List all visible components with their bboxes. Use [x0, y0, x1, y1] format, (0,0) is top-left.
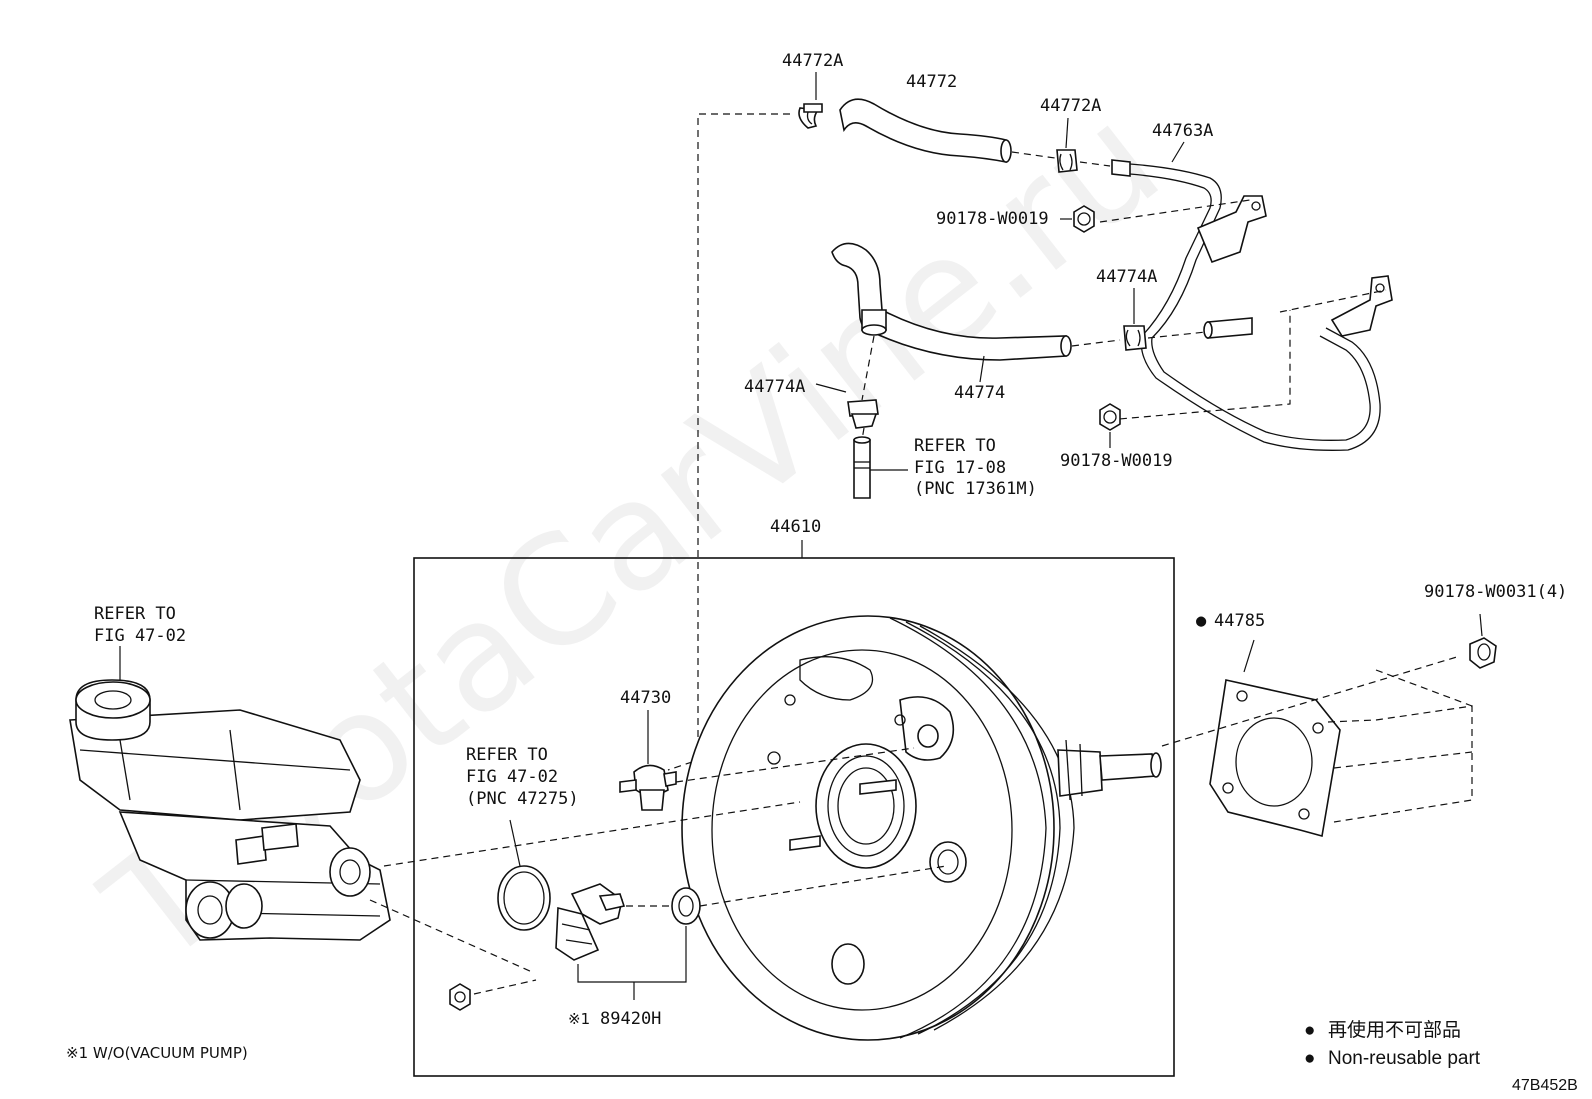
legend-line-2: Non-reusable part	[1328, 1048, 1481, 1069]
vacuum-pipe-44763a	[1111, 159, 1393, 451]
hose-clip-44772a-right	[1056, 149, 1078, 173]
bullet-44785: ●	[1196, 611, 1207, 631]
label-90178-w0019-bottom: 90178-W0019	[1060, 451, 1173, 471]
label-44730: 44730	[620, 688, 671, 708]
label-44610: 44610	[770, 517, 821, 537]
vacuum-sensor-89420h	[555, 883, 626, 961]
ref-fig4702-mid-line2: FIG 47-02	[466, 767, 558, 787]
hose-clip-44774a-right	[1123, 325, 1147, 351]
label-44772: 44772	[906, 72, 957, 92]
label-44772a-top: 44772A	[782, 51, 843, 71]
nut-90178-w0019-bottom	[1099, 403, 1121, 431]
master-cylinder	[69, 679, 391, 941]
label-44774a-right: 44774A	[1096, 267, 1157, 287]
label-90178-w0031: 90178-W0031(4)	[1424, 582, 1567, 602]
diagram-code: 47B452B	[1512, 1077, 1578, 1094]
note-mark-89420h: ※1	[568, 1010, 590, 1028]
ref-fig1708-line2: FIG 17-08	[914, 458, 1006, 478]
footnote: ※1 W/O(VACUUM PUMP)	[66, 1044, 248, 1062]
ref-fig4702-left-line1: REFER TO	[94, 604, 176, 624]
brake-booster	[681, 615, 1162, 1041]
nut-90178-w0019-top	[1073, 205, 1095, 233]
label-44774a-left: 44774A	[744, 377, 805, 397]
ref-fig4702-left-line2: FIG 47-02	[94, 626, 186, 646]
ref-fig4702-mid-line1: REFER TO	[466, 745, 548, 765]
nut-master-cylinder	[449, 983, 471, 1011]
assembly-box-44610	[413, 557, 1175, 1077]
o-ring	[497, 865, 551, 931]
label-44774: 44774	[954, 383, 1005, 403]
gasket-44785	[1209, 679, 1341, 838]
vacuum-hose-44774	[831, 242, 1072, 361]
legend-bullet-1: ●	[1304, 1020, 1315, 1041]
label-90178-w0019-top: 90178-W0019	[936, 209, 1049, 229]
ref-fig4702-mid-line3: (PNC 47275)	[466, 789, 579, 809]
label-89420h: 89420H	[600, 1009, 661, 1029]
hose-clip-44774a-left	[847, 399, 879, 429]
ref-fig1708-line1: REFER TO	[914, 436, 996, 456]
legend-line-1: 再使用不可部品	[1328, 1019, 1461, 1041]
vacuum-hose-44772	[839, 98, 1012, 163]
check-valve-44730	[619, 764, 677, 811]
label-44772a-right: 44772A	[1040, 96, 1101, 116]
hose-clip-44772a-top	[798, 103, 823, 129]
grommet	[671, 887, 701, 925]
label-44785: 44785	[1214, 611, 1265, 631]
nut-90178-w0031	[1469, 637, 1497, 669]
ref-fig1708-line3: (PNC 17361M)	[914, 479, 1037, 499]
intake-tube-stub	[853, 436, 871, 499]
legend-bullet-2: ●	[1304, 1048, 1315, 1069]
label-44763a: 44763A	[1152, 121, 1213, 141]
